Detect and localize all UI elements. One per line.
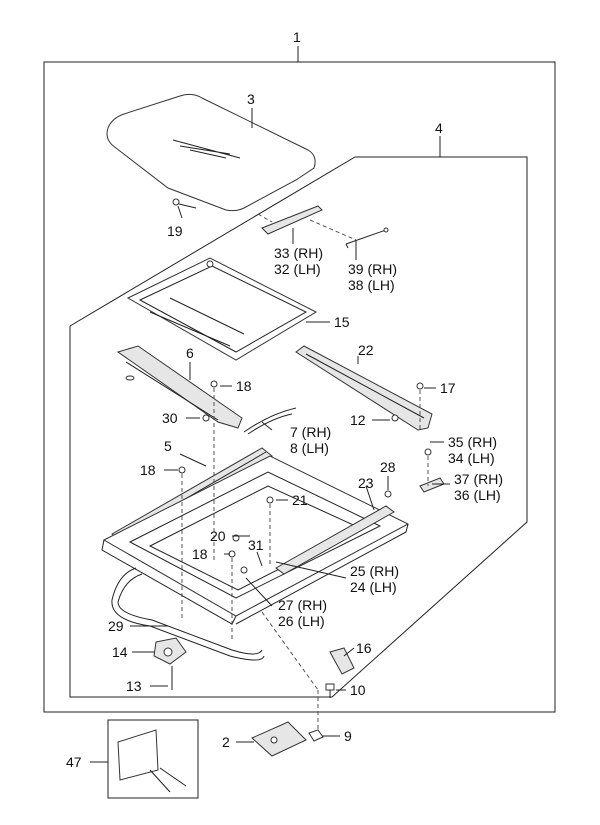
callout-24: 24 (LH) <box>350 579 397 595</box>
callout-3: 3 <box>247 91 255 107</box>
callout-23: 23 <box>358 475 374 491</box>
callout-26: 26 (LH) <box>278 613 325 629</box>
callout-9: 9 <box>344 728 352 744</box>
callout-2: 2 <box>222 734 230 750</box>
callout-18-a: 18 <box>236 378 252 394</box>
callout-20: 20 <box>210 528 226 544</box>
tool-kit-47 <box>107 719 199 799</box>
callout-21: 21 <box>292 492 308 508</box>
frame-subassembly-outline <box>69 156 528 698</box>
callout-34: 34 (LH) <box>448 450 495 466</box>
small-fasteners <box>178 380 445 574</box>
callout-35: 35 (RH) <box>448 434 497 450</box>
callout-28: 28 <box>380 459 396 475</box>
sunshade-panel <box>126 257 318 361</box>
callout-27: 27 (RH) <box>278 597 327 613</box>
bracket-2 <box>251 721 307 757</box>
callout-14: 14 <box>112 644 128 660</box>
deflector-6 <box>116 345 243 429</box>
callout-8: 8 (LH) <box>290 440 329 456</box>
callout-33: 33 (RH) <box>274 245 323 261</box>
callout-25: 25 (RH) <box>350 563 399 579</box>
cable-7 <box>243 407 297 435</box>
bracket-16 <box>329 647 355 675</box>
bolt-10 <box>325 683 335 698</box>
callout-47: 47 <box>66 754 82 770</box>
guide-rail-bracket-33 <box>257 205 357 241</box>
callout-12: 12 <box>350 412 366 428</box>
callout-1: 1 <box>293 29 301 45</box>
callout-38: 38 (LH) <box>348 277 395 293</box>
callout-13: 13 <box>126 678 142 694</box>
rail-23 <box>275 505 395 575</box>
callout-31: 31 <box>248 537 264 553</box>
callout-7: 7 (RH) <box>290 424 331 440</box>
callout-39: 39 (RH) <box>348 261 397 277</box>
screw-19 <box>172 198 197 209</box>
callout-18-b: 18 <box>140 462 156 478</box>
assembly-dash-lines <box>181 388 429 730</box>
motor-14 <box>153 637 187 665</box>
callout-32: 32 (LH) <box>274 261 321 277</box>
nut-9 <box>308 729 324 742</box>
callout-10: 10 <box>350 682 366 698</box>
callout-labels: 1 3 4 19 33 (RH) 32 (LH) 39 (RH) 38 (LH)… <box>66 29 503 770</box>
callout-4: 4 <box>435 120 443 136</box>
callout-6: 6 <box>186 345 194 361</box>
callout-15: 15 <box>334 314 350 330</box>
callout-5: 5 <box>164 438 172 454</box>
callout-22: 22 <box>358 342 374 358</box>
callout-37: 37 (RH) <box>454 471 503 487</box>
callout-17: 17 <box>440 380 456 396</box>
glass-panel <box>106 93 316 212</box>
callout-29: 29 <box>108 618 124 634</box>
callout-16: 16 <box>356 640 372 656</box>
drain-hose-29 <box>111 567 265 661</box>
callout-19: 19 <box>167 223 183 239</box>
leader-lines <box>90 46 450 763</box>
assembly-box-outline <box>43 61 556 713</box>
callout-30: 30 <box>162 410 178 426</box>
callout-18-c: 18 <box>192 546 208 562</box>
link-cable-39 <box>345 227 389 249</box>
callout-36: 36 (LH) <box>454 487 501 503</box>
